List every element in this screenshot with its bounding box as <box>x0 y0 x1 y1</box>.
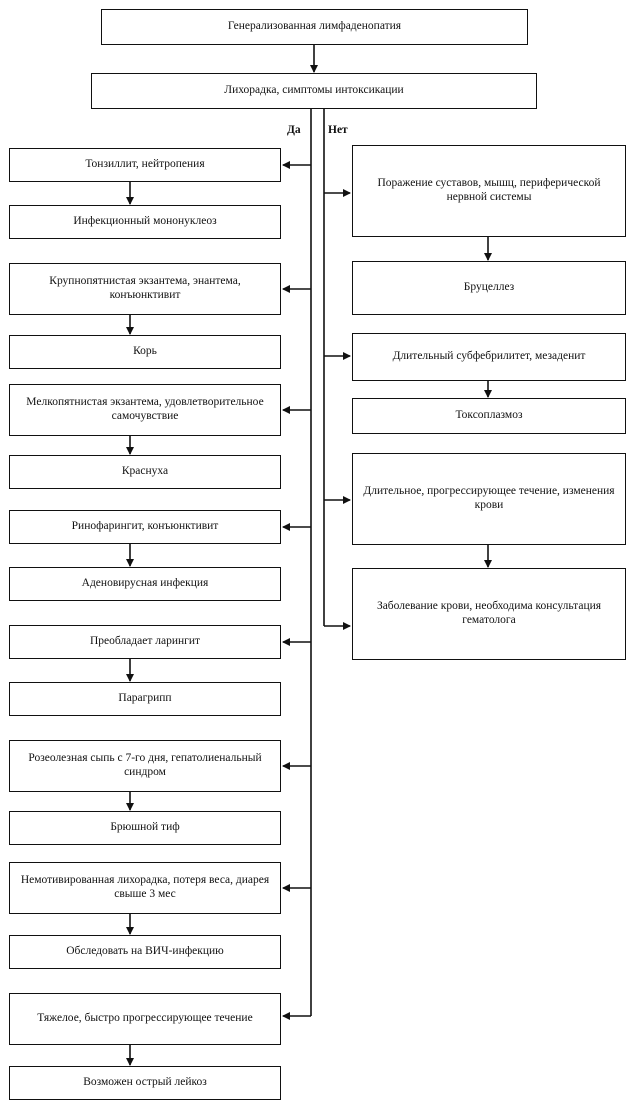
right-symptom-3: Длительное, прогрессирующее течение, изм… <box>352 453 626 545</box>
left-diagnosis-7: Обследовать на ВИЧ-инфекцию <box>9 935 281 969</box>
right-diagnosis-1: Бруцеллез <box>352 261 626 315</box>
left-symptom-2: Крупнопятнистая экзантема, энантема, кон… <box>9 263 281 315</box>
left-symptom-6: Розеолезная сыпь с 7-го дня, гепатолиена… <box>9 740 281 792</box>
right-symptom-1: Поражение суставов, мышц, периферической… <box>352 145 626 237</box>
yes-branch-label: Да <box>287 124 301 136</box>
question-box: Лихорадка, симптомы интоксикации <box>91 73 537 109</box>
right-diagnosis-2: Токсоплазмоз <box>352 398 626 434</box>
left-symptom-3: Мелкопятнистая экзантема, удовлетворител… <box>9 384 281 436</box>
right-diagnosis-3: Заболевание крови, необходима консультац… <box>352 568 626 660</box>
left-diagnosis-6: Брюшной тиф <box>9 811 281 845</box>
question-text: Лихорадка, симптомы интоксикации <box>224 84 404 97</box>
left-diagnosis-4: Аденовирусная инфекция <box>9 567 281 601</box>
left-symptom-5: Преобладает ларингит <box>9 625 281 659</box>
no-branch-label: Нет <box>328 124 348 136</box>
left-diagnosis-1: Инфекционный мононуклеоз <box>9 205 281 239</box>
left-diagnosis-2: Корь <box>9 335 281 369</box>
left-diagnosis-8: Возможен острый лейкоз <box>9 1066 281 1100</box>
left-symptom-8: Тяжелое, быстро прогрессирующее течение <box>9 993 281 1045</box>
left-diagnosis-5: Парагрипп <box>9 682 281 716</box>
right-symptom-2: Длительный субфебрилитет, мезаденит <box>352 333 626 381</box>
left-symptom-4: Ринофарингит, конъюнктивит <box>9 510 281 544</box>
left-diagnosis-3: Краснуха <box>9 455 281 489</box>
title-box: Генерализованная лимфаденопатия <box>101 9 528 45</box>
title-text: Генерализованная лимфаденопатия <box>227 20 402 33</box>
left-symptom-1: Тонзиллит, нейтропения <box>9 148 281 182</box>
left-symptom-7: Немотивированная лихорадка, потеря веса,… <box>9 862 281 914</box>
